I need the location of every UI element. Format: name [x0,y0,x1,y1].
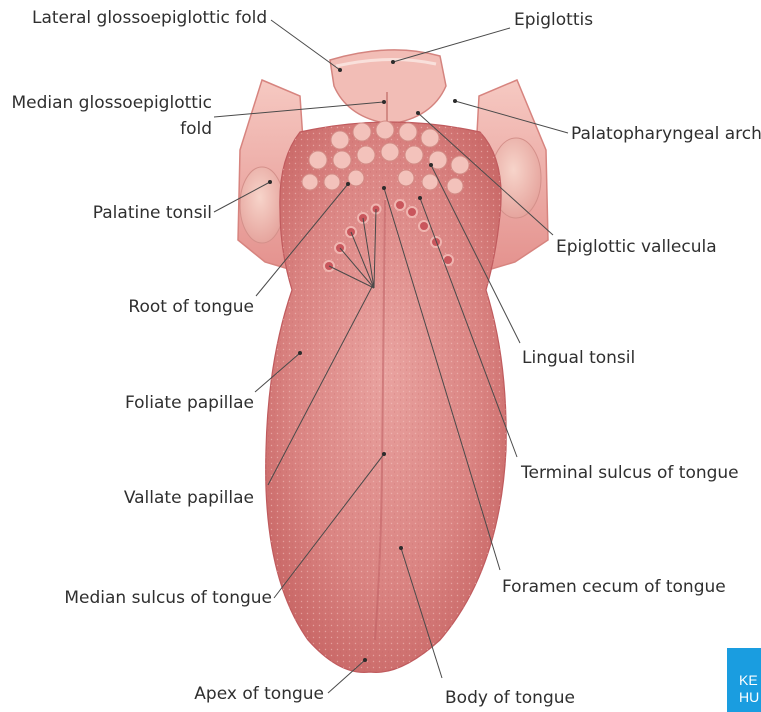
label-epiglottic-vallecula: Epiglottic vallecula [556,237,717,257]
left-palatine-tonsil [240,167,284,243]
label-root-of-tongue: Root of tongue [60,297,254,317]
label-median-glossoepiglottic-fold-line1: Median glossoepiglottic [6,93,212,113]
label-apex-of-tongue: Apex of tongue [150,684,324,704]
label-lingual-tonsil: Lingual tonsil [522,348,635,368]
label-palatopharyngeal-arch: Palatopharyngeal arch [571,124,761,144]
label-median-sulcus-of-tongue: Median sulcus of tongue [40,588,272,608]
brand-line2: HU [739,689,761,706]
brand-line1: KE [739,672,761,689]
label-body-of-tongue: Body of tongue [445,688,575,708]
label-epiglottis: Epiglottis [514,10,593,30]
label-terminal-sulcus-of-tongue: Terminal sulcus of tongue [521,463,739,483]
brand-badge: KE HU [727,648,761,712]
label-median-glossoepiglottic-fold-line2: fold [6,119,212,139]
label-vallate-papillae: Vallate papillae [60,488,254,508]
label-foramen-cecum-of-tongue: Foramen cecum of tongue [502,577,726,597]
label-lateral-glossoepiglottic-fold: Lateral glossoepiglottic fold [32,8,267,28]
label-foliate-papillae: Foliate papillae [60,393,254,413]
label-palatine-tonsil: Palatine tonsil [40,203,212,223]
